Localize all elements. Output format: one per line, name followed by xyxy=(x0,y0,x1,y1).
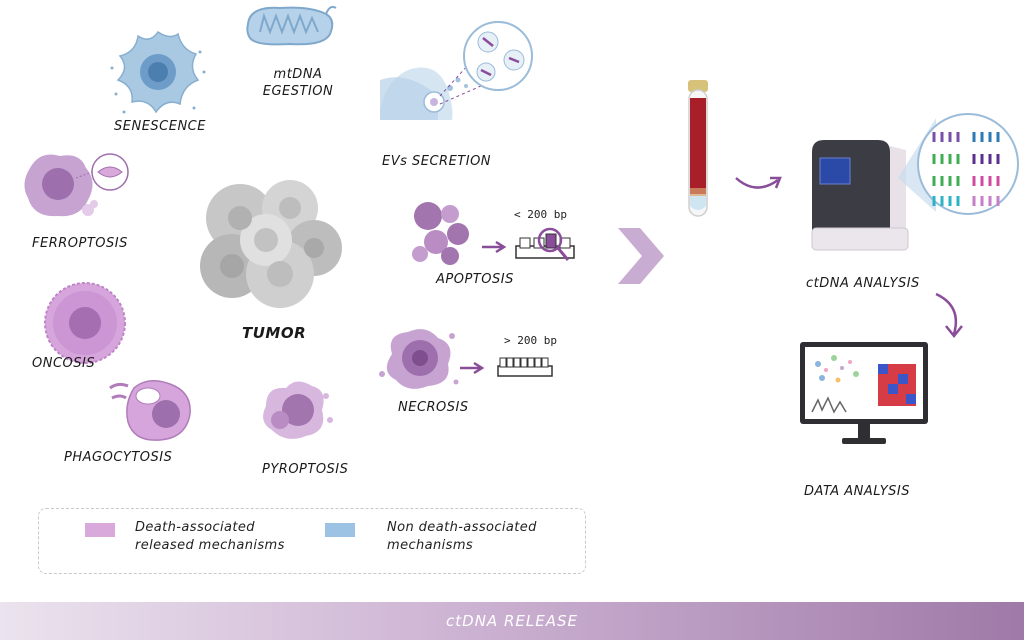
phagocytosis-label: PHAGOCYTOSIS xyxy=(64,450,173,465)
data-analysis-monitor-icon xyxy=(800,342,928,444)
ferroptosis-label: FERROPTOSIS xyxy=(32,236,128,251)
necrosis-arrow-icon xyxy=(460,361,485,375)
necrosis-cell-icon xyxy=(379,329,459,389)
necrosis-dna-fragment-icon xyxy=(497,357,553,377)
necrosis-label: NECROSIS xyxy=(398,400,469,415)
oncosis-cell-icon xyxy=(44,282,126,364)
sequencer-zoom-panel-icon xyxy=(898,113,1019,215)
apoptosis-arrow-icon xyxy=(482,240,507,254)
pyroptosis-label: PYROPTOSIS xyxy=(262,462,349,477)
senescence-cell-icon xyxy=(110,30,206,114)
curved-arrow-icon xyxy=(735,176,782,189)
legend: Death-associated released mechanisms Non… xyxy=(38,508,586,574)
legend-swatch-death xyxy=(85,523,115,537)
pyroptosis-cell-icon xyxy=(263,381,333,439)
oncosis-label: ONCOSIS xyxy=(32,356,96,371)
apoptosis-label: APOPTOSIS xyxy=(436,272,514,287)
tumor-icon xyxy=(200,180,342,308)
senescence-label: SENESCENCE xyxy=(114,119,206,134)
mitochondrion-icon xyxy=(246,5,337,46)
flow-chevron-icon xyxy=(618,228,664,284)
evs-secretion-label: EVs SECRETION xyxy=(382,154,492,169)
necrosis-fragment-size: > 200 bp xyxy=(504,334,557,347)
mtdna-egestion-label: mtDNA EGESTION xyxy=(262,67,334,99)
legend-text-death: Death-associated released mechanisms xyxy=(135,520,285,553)
blood-tube-icon xyxy=(688,80,708,217)
data-analysis-label: DATA ANALYSIS xyxy=(804,484,911,499)
apoptosis-cell-icon xyxy=(412,202,469,265)
footer-title: ctDNA RELEASE xyxy=(446,612,578,630)
evs-secretion-icon xyxy=(380,21,533,120)
apoptosis-fragment-size: < 200 bp xyxy=(514,208,567,221)
legend-text-non-death: Non death-associated mechanisms xyxy=(387,520,537,553)
apoptosis-dna-fragment-icon xyxy=(515,227,575,261)
ferroptosis-cell-icon xyxy=(24,153,129,217)
down-curved-arrow-icon xyxy=(935,292,963,339)
sequencer-machine-icon xyxy=(811,140,909,251)
legend-swatch-non-death xyxy=(325,523,355,537)
phagocytosis-cell-icon xyxy=(109,380,191,441)
tumor-label: TUMOR xyxy=(242,324,307,342)
ctdna-analysis-label: ctDNA ANALYSIS xyxy=(806,276,920,291)
footer-bar: ctDNA RELEASE xyxy=(0,602,1024,640)
